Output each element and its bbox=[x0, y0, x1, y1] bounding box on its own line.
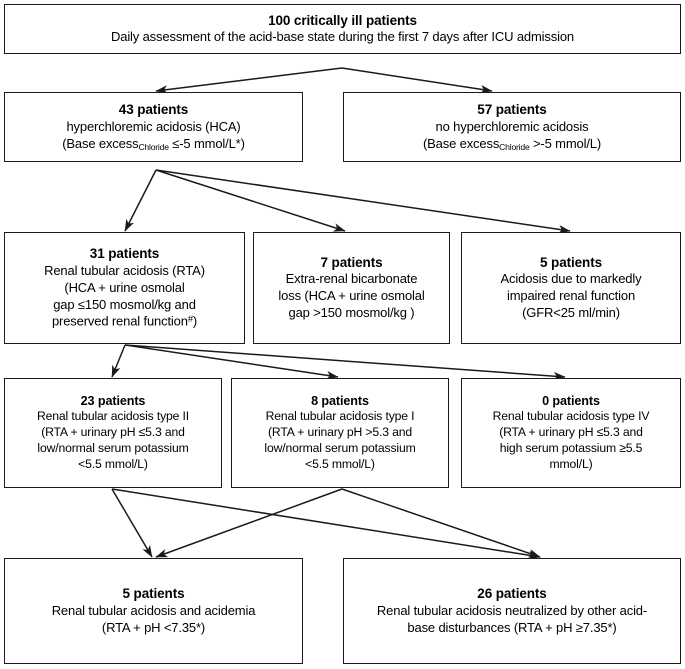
node-extra-renal-loss-line3: loss (HCA + urine osmolal bbox=[278, 288, 425, 304]
node-rta-line2: Renal tubular acidosis (RTA) bbox=[44, 262, 205, 278]
node-no-hca-line3-pre: (Base excess bbox=[422, 135, 500, 151]
node-rta-type-i-line4: low/normal serum potassium bbox=[264, 441, 416, 456]
node-extra-renal-loss-headline: 7 patients bbox=[320, 254, 383, 270]
node-rta-neutralized-line3: base disturbances (RTA + pH ≥7.35*) bbox=[407, 619, 617, 635]
node-extra-renal-loss-line2: Extra-renal bicarbonate bbox=[285, 271, 418, 287]
arrow-rta-ii-to-neutralized bbox=[111, 488, 541, 560]
node-impaired-renal-function-headline: 5 patients bbox=[539, 254, 603, 270]
node-hca-line3-pre: (Base excess bbox=[62, 135, 139, 151]
arrow-rta-i-to-acidemia bbox=[155, 488, 343, 558]
node-no-hca[interactable]: 57 patients no hyperchloremic acidosis (… bbox=[343, 92, 681, 162]
node-rta-type-iv-line2: Renal tubular acidosis type IV bbox=[492, 409, 650, 424]
node-rta-neutralized-headline: 26 patients bbox=[477, 586, 547, 602]
node-extra-renal-loss-line4: gap >150 mosmol/kg ) bbox=[288, 305, 415, 321]
node-rta-type-iv[interactable]: 0 patients Renal tubular acidosis type I… bbox=[461, 378, 681, 488]
node-rta-type-i-headline: 8 patients bbox=[311, 394, 369, 409]
node-rta-neutralized-line2: Renal tubular acidosis neutralized by ot… bbox=[376, 602, 648, 618]
node-no-hca-headline: 57 patients bbox=[477, 102, 547, 118]
node-rta-type-iv-line3: (RTA + urinary pH ≤5.3 and bbox=[499, 425, 643, 440]
node-no-hca-line3-post: >-5 mmol/L) bbox=[529, 135, 602, 151]
node-rta-neutralized[interactable]: 26 patients Renal tubular acidosis neutr… bbox=[343, 558, 681, 664]
arrow-rta-i-to-neutralized bbox=[341, 488, 541, 558]
node-rta-type-iv-line5: mmol/L) bbox=[549, 457, 593, 472]
node-rta-type-iv-line4: high serum potassium ≥5.5 bbox=[499, 441, 643, 456]
arrow-hca-to-impaired-renal bbox=[155, 169, 571, 234]
node-rta-acidemia[interactable]: 5 patients Renal tubular acidosis and ac… bbox=[4, 558, 303, 664]
node-rta[interactable]: 31 patients Renal tubular acidosis (RTA)… bbox=[4, 232, 245, 344]
node-rta-type-iv-headline: 0 patients bbox=[542, 394, 600, 409]
node-rta-acidemia-line3: (RTA + pH <7.35*) bbox=[101, 619, 206, 635]
node-rta-type-ii-line2: Renal tubular acidosis type II bbox=[37, 409, 189, 424]
node-impaired-renal-function-line3: impaired renal function bbox=[506, 288, 636, 304]
node-rta-line3: (HCA + urine osmolal bbox=[64, 279, 185, 295]
node-rta-type-ii-line4: low/normal serum potassium bbox=[37, 441, 189, 456]
node-rta-type-ii[interactable]: 23 patients Renal tubular acidosis type … bbox=[4, 378, 222, 488]
arrow-rta-ii-to-acidemia bbox=[111, 488, 153, 558]
arrow-hca-to-extra-renal bbox=[155, 169, 346, 232]
node-impaired-renal-function-line4: (GFR<25 ml/min) bbox=[522, 305, 620, 321]
node-rta-type-i[interactable]: 8 patients Renal tubular acidosis type I… bbox=[231, 378, 449, 488]
node-all-patients[interactable]: 100 critically ill patients Daily assess… bbox=[4, 4, 681, 54]
node-all-patients-detail: Daily assessment of the acid-base state … bbox=[111, 29, 574, 45]
arrow-root-to-hca bbox=[155, 67, 343, 94]
node-impaired-renal-function[interactable]: 5 patients Acidosis due to markedly impa… bbox=[461, 232, 681, 344]
arrow-rta-to-rta-i bbox=[124, 344, 339, 380]
node-hca-line3: (Base excessChloride ≤-5 mmol/L*) bbox=[62, 136, 245, 153]
node-rta-acidemia-headline: 5 patients bbox=[122, 586, 185, 602]
node-rta-type-i-line2: Renal tubular acidosis type I bbox=[265, 409, 415, 424]
node-hca-headline: 43 patients bbox=[118, 102, 189, 118]
node-rta-headline: 31 patients bbox=[89, 246, 160, 262]
node-rta-type-i-line5: <5.5 mmol/L) bbox=[305, 457, 375, 472]
node-no-hca-line2: no hyperchloremic acidosis bbox=[435, 118, 589, 134]
node-hca-line2: hyperchloremic acidosis (HCA) bbox=[66, 118, 241, 134]
node-hca-line3-subscript: Chloride bbox=[138, 141, 169, 152]
node-rta-type-i-line3: (RTA + urinary pH >5.3 and bbox=[267, 425, 412, 440]
arrow-rta-to-rta-iv bbox=[124, 344, 566, 381]
node-hca[interactable]: 43 patients hyperchloremic acidosis (HCA… bbox=[4, 92, 303, 162]
node-rta-line5-pre: preserved renal function bbox=[51, 313, 188, 329]
node-rta-acidemia-line2: Renal tubular acidosis and acidemia bbox=[51, 602, 256, 618]
node-no-hca-line3-subscript: Chloride bbox=[499, 141, 530, 152]
arrow-root-to-no-hca bbox=[341, 67, 493, 94]
node-hca-line3-post: ≤-5 mmol/L*) bbox=[168, 135, 245, 151]
node-rta-line5-post: ) bbox=[192, 313, 198, 329]
node-rta-type-ii-line3: (RTA + urinary pH ≤5.3 and bbox=[41, 425, 185, 440]
arrow-hca-to-rta bbox=[124, 169, 157, 232]
node-rta-type-ii-line5: <5.5 mmol/L) bbox=[78, 457, 148, 472]
node-impaired-renal-function-line2: Acidosis due to markedly bbox=[500, 271, 642, 287]
node-extra-renal-loss[interactable]: 7 patients Extra-renal bicarbonate loss … bbox=[253, 232, 450, 344]
node-rta-line5: preserved renal function#) bbox=[52, 313, 197, 330]
node-all-patients-headline: 100 critically ill patients bbox=[268, 12, 417, 28]
node-rta-line4: gap ≤150 mosmol/kg and bbox=[53, 296, 196, 312]
arrow-rta-to-rta-ii bbox=[111, 344, 126, 378]
node-rta-line5-superscript: # bbox=[187, 314, 193, 325]
node-no-hca-line3: (Base excessChloride >-5 mmol/L) bbox=[423, 136, 601, 153]
node-rta-type-ii-headline: 23 patients bbox=[80, 394, 146, 409]
